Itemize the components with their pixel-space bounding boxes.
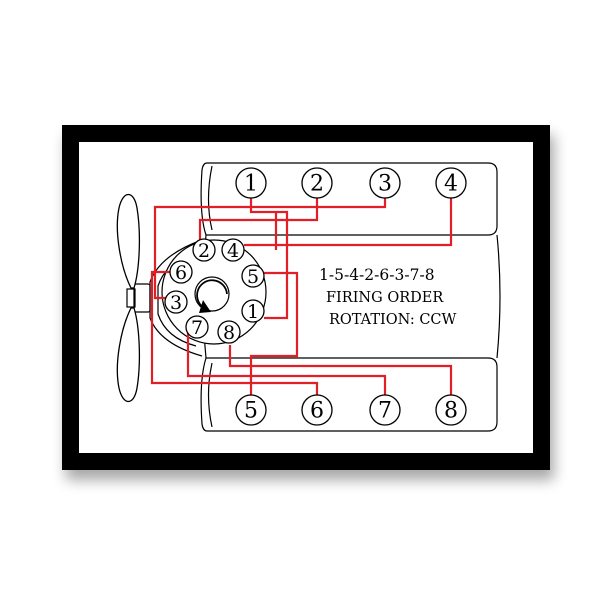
dist-terminal-7-label: 7 [191, 317, 203, 339]
distributor-terminals: 2 4 5 1 8 7 3 6 [164, 238, 265, 344]
distributor-rotor [194, 276, 230, 312]
dist-terminal-3: 3 [164, 290, 188, 314]
dist-terminal-1: 1 [241, 299, 265, 323]
plug-wire-8 [228, 345, 453, 398]
firing-order-label: FIRING ORDER [326, 290, 444, 306]
cylinder-2-label: 2 [310, 172, 324, 197]
cylinder-6: 6 [301, 394, 333, 426]
cooling-fan-icon [116, 193, 141, 403]
dist-terminal-3-label: 3 [170, 292, 182, 314]
dist-terminal-4: 4 [221, 238, 245, 262]
top-bank-edge [207, 165, 213, 231]
plug-wire-7 [186, 328, 387, 398]
fan-blade-lower [116, 307, 141, 403]
cylinder-7-label: 7 [378, 399, 392, 424]
cylinder-6-label: 6 [310, 399, 324, 424]
cylinder-7: 7 [369, 394, 401, 426]
top-bank-cylinders: 1 2 3 4 [235, 167, 467, 199]
cylinder-1-label: 1 [244, 172, 258, 197]
cylinder-8: 8 [435, 394, 467, 426]
cylinder-5: 5 [235, 394, 267, 426]
fan-blade-upper [116, 193, 141, 289]
top-cylinder-bank [200, 162, 498, 236]
rotation-arrow-icon [196, 279, 228, 313]
dist-terminal-8: 8 [217, 320, 241, 344]
rotation-direction: ROTATION: CCW [329, 312, 457, 328]
dist-terminal-6: 6 [169, 260, 193, 284]
dist-terminal-2-label: 2 [198, 240, 210, 262]
cylinder-1: 1 [235, 167, 267, 199]
cylinder-4: 4 [435, 167, 467, 199]
dist-terminal-2: 2 [192, 238, 216, 262]
bottom-bank-edge [207, 362, 213, 428]
dist-terminal-5: 5 [241, 264, 265, 288]
plug-wire-4 [244, 195, 453, 247]
cylinder-8-label: 8 [444, 399, 458, 424]
plug-wire-5 [249, 271, 299, 398]
cylinder-5-label: 5 [244, 399, 258, 424]
dist-terminal-5-label: 5 [247, 266, 259, 288]
firing-info: 1-5-4-2-6-3-7-8 FIRING ORDER ROTATION: C… [319, 266, 457, 328]
dist-terminal-6-label: 6 [175, 262, 187, 284]
dist-terminal-7: 7 [185, 315, 209, 339]
firing-order-sequence: 1-5-4-2-6-3-7-8 [319, 266, 435, 284]
fan-hub [133, 283, 151, 313]
dist-terminal-8-label: 8 [223, 322, 235, 344]
bottom-bank-cylinders: 5 6 7 8 [235, 394, 467, 426]
cylinder-3: 3 [369, 167, 401, 199]
cylinder-4-label: 4 [444, 172, 458, 197]
dist-terminal-4-label: 4 [227, 240, 239, 262]
cylinder-3-label: 3 [378, 172, 392, 197]
bottom-cylinder-bank [200, 357, 498, 432]
cylinder-2: 2 [301, 167, 333, 199]
spark-plug-wires [150, 195, 453, 398]
plug-wire-6 [150, 270, 319, 398]
valley-right [496, 234, 501, 359]
fan-hub-inner [126, 288, 136, 308]
dist-terminal-1-label: 1 [247, 301, 259, 323]
plug-wire-3 [153, 195, 387, 300]
